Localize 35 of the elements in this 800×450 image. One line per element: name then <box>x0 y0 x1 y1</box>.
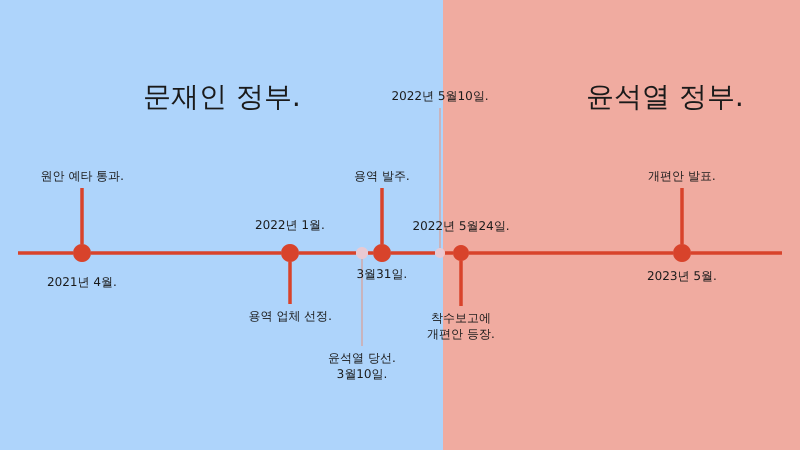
date-label: 2022년 1월. <box>255 217 325 233</box>
faint-timeline-dot <box>356 247 368 259</box>
timeline-line <box>299 251 356 255</box>
era-heading: 윤석열 정부. <box>586 79 744 115</box>
timeline-line <box>18 251 73 255</box>
leader-line <box>361 259 363 346</box>
leader-line <box>459 261 463 306</box>
date-label: 2021년 4월. <box>47 274 117 290</box>
event-label: 개편안 발표. <box>648 168 716 184</box>
timeline-line <box>445 251 453 255</box>
timeline-dot <box>453 245 469 261</box>
event-label: 원안 예타 통과. <box>40 168 124 184</box>
date-label: 3월31일. <box>356 266 408 282</box>
timeline-dot <box>373 244 391 262</box>
timeline-line <box>469 251 673 255</box>
timeline-dot <box>673 244 691 262</box>
leader-line <box>288 262 292 304</box>
timeline-line <box>691 251 782 255</box>
event-label: 용역 업체 선정. <box>248 308 332 324</box>
leader-line <box>380 188 384 244</box>
date-label: 2023년 5월. <box>647 268 717 284</box>
timeline-dot <box>281 244 299 262</box>
date-label: 2022년 5월24일. <box>412 218 510 234</box>
event-label: 2022년 5월10일. <box>392 88 489 104</box>
leader-line <box>680 188 684 244</box>
leader-line <box>80 188 84 244</box>
era-heading: 문재인 정부. <box>143 79 301 115</box>
event-label: 윤석열 당선. 3월10일. <box>320 350 404 382</box>
event-label: 착수보고에 개편안 등장. <box>413 310 509 342</box>
timeline-line <box>391 251 435 255</box>
timeline-line <box>91 251 281 255</box>
timeline-dot <box>73 244 91 262</box>
leader-line <box>439 108 441 248</box>
event-label: 용역 발주. <box>354 168 410 184</box>
timeline-line <box>368 251 373 255</box>
